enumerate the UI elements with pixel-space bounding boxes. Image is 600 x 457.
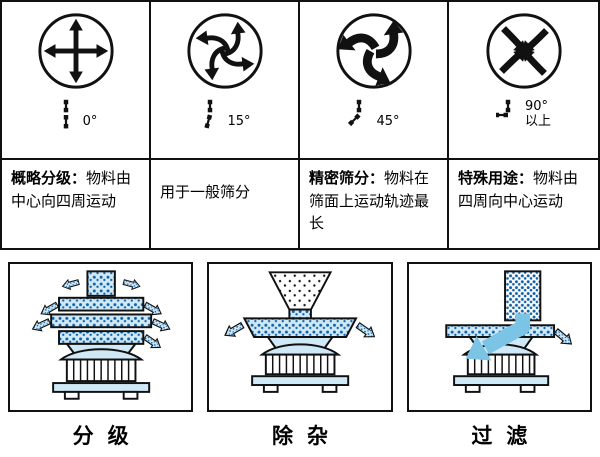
motion-column-45deg: 45° 精密筛分：物料在筛面上运动轨迹最长: [300, 2, 449, 248]
panel-label-grading: 分级: [72, 424, 143, 448]
motion-desc: 物料由中心向四周运动: [11, 169, 132, 210]
panel-filtration: 过滤: [406, 262, 592, 450]
motion-circle-area: 0°: [2, 2, 149, 158]
four-curved-arrows-icon: [186, 13, 263, 89]
angle-label: 0°: [82, 114, 98, 130]
angle-indicator-row: 45°: [347, 98, 400, 132]
grading-illustration: [8, 262, 194, 412]
panel-label-filtration: 过滤: [471, 424, 542, 448]
inward-arrows-icon: [485, 13, 562, 89]
motion-description: 用于一般筛分: [151, 158, 298, 248]
motion-desc: 物料由四周向中心运动: [458, 169, 579, 210]
eccentric-weight-angle-icon: [63, 99, 68, 129]
motion-title: 特殊用途：: [458, 169, 534, 187]
angle-label: 45°: [376, 114, 400, 130]
filtration-sieve-drawing: [444, 270, 576, 393]
motion-title: 概略分级：: [11, 169, 87, 187]
motion-desc: 用于一般筛分: [160, 183, 251, 201]
three-swirl-arrows-icon: [333, 13, 412, 92]
motion-description: 精密筛分：物料在筛面上运动轨迹最长: [300, 158, 447, 248]
application-panels: 分级: [0, 250, 600, 450]
panel-grading: 分级: [8, 262, 194, 450]
panel-impurity-removal: 除杂: [207, 262, 393, 450]
motion-column-0deg: 0° 概略分级：物料由中心向四周运动: [2, 2, 151, 248]
motion-circle-area: 90° 以上: [449, 2, 598, 158]
angle-indicator-row: 0°: [54, 98, 98, 132]
panel-label-impurity-removal: 除杂: [271, 424, 342, 448]
angle-label: 90° 以上: [524, 99, 551, 130]
impurity-removal-illustration: [207, 262, 393, 412]
motion-desc: 物料在筛面上运动轨迹最长: [309, 169, 430, 232]
angle-indicator-row: 90° 以上: [495, 98, 551, 132]
motion-column-90deg: 90° 以上 特殊用途：物料由四周向中心运动: [449, 2, 598, 248]
eccentric-weight-angle-icon: [495, 99, 511, 118]
motion-description: 概略分级：物料由中心向四周运动: [2, 158, 149, 248]
impurity-sieve-drawing: [221, 271, 379, 393]
multi-deck-sieve-drawing: [29, 270, 173, 400]
motion-title: 精密筛分：: [309, 169, 385, 187]
motion-circle-area: 45°: [300, 2, 447, 158]
motion-column-15deg: 15° 用于一般筛分: [151, 2, 300, 248]
motion-angle-table: 0° 概略分级：物料由中心向四周运动: [0, 0, 600, 250]
radial-outward-arrows-icon: [37, 13, 114, 89]
filtration-illustration: [406, 262, 592, 412]
angle-label: 15°: [227, 114, 251, 130]
eccentric-weight-angle-icon: [204, 99, 213, 129]
angle-indicator-row: 15°: [198, 98, 251, 132]
motion-description: 特殊用途：物料由四周向中心运动: [449, 158, 598, 248]
eccentric-weight-angle-icon: [348, 99, 362, 127]
motion-circle-area: 15°: [151, 2, 298, 158]
